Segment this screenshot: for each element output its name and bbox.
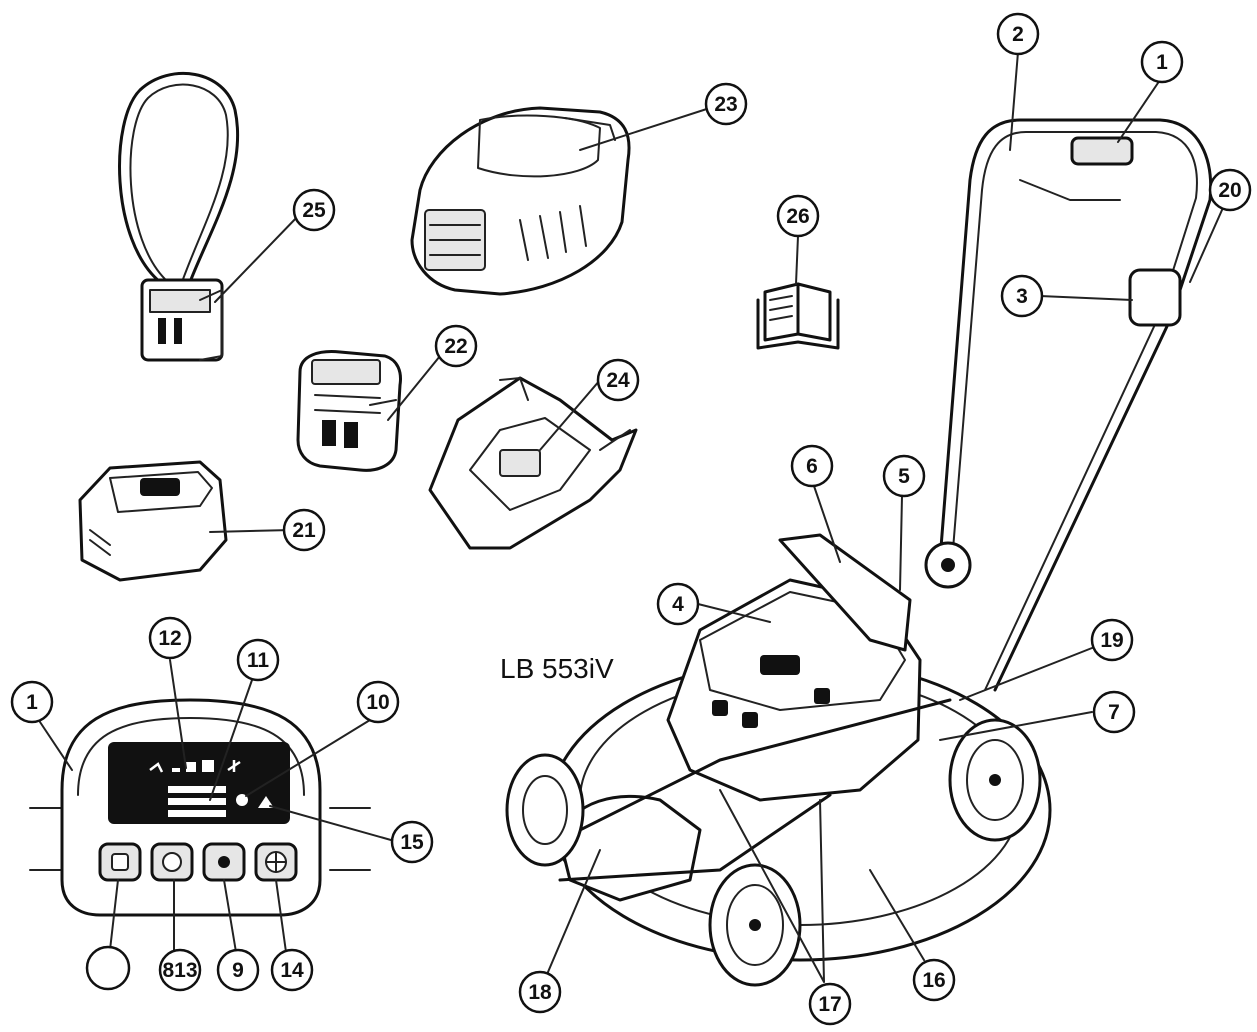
callout-c25: 25 [292, 188, 336, 232]
callout-circle [996, 12, 1040, 56]
callout-number: 14 [280, 959, 304, 982]
callout-number: 3 [1016, 285, 1028, 308]
control-panel-drawing [29, 698, 371, 917]
battery-cable-drawing [118, 71, 240, 362]
callout-circle [282, 508, 326, 552]
rear-right-wheel [708, 863, 802, 987]
battery-charger-drawing [78, 460, 228, 582]
deck-plate-drawing [428, 376, 638, 550]
callout-p10: 10 [356, 680, 400, 724]
callout-number: 18 [528, 981, 552, 1004]
callout-circle [808, 982, 852, 1026]
callout-number: 1 [26, 691, 38, 714]
callout-pblank [85, 945, 131, 991]
callout-c19: 19 [1090, 618, 1134, 662]
callout-circle [292, 188, 336, 232]
callout-number: 2 [1012, 23, 1024, 46]
callout-circle [596, 358, 640, 402]
callout-number: 23 [714, 93, 737, 116]
callout-number: 26 [786, 205, 809, 228]
callout-c7: 7 [1092, 690, 1136, 734]
callout-number: 25 [302, 199, 326, 222]
callout-circle [270, 948, 314, 992]
callout-p11: 11 [236, 638, 280, 682]
front-right-wheel [948, 718, 1042, 842]
callout-c17: 17 [808, 982, 852, 1026]
callout-number: 7 [1108, 701, 1120, 724]
callout-circle [704, 82, 748, 126]
callout-circle [1208, 168, 1252, 212]
callout-number: 21 [292, 519, 316, 542]
callout-number: 4 [672, 593, 684, 616]
callout-number: 20 [1218, 179, 1241, 202]
callout-number: 6 [806, 455, 818, 478]
callout-c3: 3 [1000, 274, 1044, 318]
callout-circle [236, 638, 280, 682]
callout-number: 1 [1156, 51, 1168, 74]
callout-circle [882, 454, 926, 498]
callout-number: 15 [400, 831, 424, 854]
callout-p813: 813 [158, 948, 202, 992]
callout-circle [10, 680, 54, 724]
leader-lines [39, 51, 1223, 983]
callout-p9: 9 [216, 948, 260, 992]
callout-c18: 18 [518, 970, 562, 1014]
callout-circle [656, 582, 700, 626]
callout-c16: 16 [912, 958, 956, 1002]
callout-number: 24 [606, 369, 630, 392]
lawn-mower-drawing [505, 118, 1213, 987]
rear-left-wheel [505, 753, 585, 867]
callout-circle [356, 680, 400, 724]
callout-c24: 24 [596, 358, 640, 402]
callout-number: 16 [922, 969, 945, 992]
model-label: LB 553iV [500, 653, 614, 684]
callout-circle [216, 948, 260, 992]
callout-circle [158, 948, 202, 992]
manual-book-icon [756, 282, 840, 350]
callout-circle [790, 444, 834, 488]
callout-number: 10 [366, 691, 389, 714]
callout-number: 5 [898, 465, 910, 488]
callout-c26: 26 [776, 194, 820, 238]
callout-circle [390, 820, 434, 864]
callout-p14: 14 [270, 948, 314, 992]
callout-circle [148, 616, 192, 660]
large-charger-drawing [410, 106, 631, 296]
callout-c6: 6 [790, 444, 834, 488]
callout-number: 17 [818, 993, 841, 1016]
callout-number: 12 [158, 627, 181, 650]
battery-pack-drawing [296, 350, 402, 472]
callout-number: 22 [444, 335, 467, 358]
callout-circle [912, 958, 956, 1002]
callout-p1: 1 [10, 680, 54, 724]
callout-c23: 23 [704, 82, 748, 126]
callout-c2: 2 [996, 12, 1040, 56]
callout-circle [85, 945, 131, 991]
callout-circle [518, 970, 562, 1014]
callout-p15: 15 [390, 820, 434, 864]
callout-p12: 12 [148, 616, 192, 660]
callout-c22: 22 [434, 324, 478, 368]
callout-number: 9 [232, 959, 244, 982]
callout-circle [1090, 618, 1134, 662]
callout-c4: 4 [656, 582, 700, 626]
callout-c21: 21 [282, 508, 326, 552]
callout-number: 11 [247, 649, 270, 672]
callout-circle [1092, 690, 1136, 734]
callout-number: 813 [162, 959, 197, 982]
panel-buttons [98, 842, 298, 882]
callout-circle [1140, 40, 1184, 84]
status-led-icons [149, 760, 274, 817]
callout-number: 19 [1100, 629, 1123, 652]
callout-c20: 20 [1208, 168, 1252, 212]
callout-circle [1000, 274, 1044, 318]
callout-circle [776, 194, 820, 238]
callout-circle [434, 324, 478, 368]
callout-c5: 5 [882, 454, 926, 498]
callout-c1: 1 [1140, 40, 1184, 84]
